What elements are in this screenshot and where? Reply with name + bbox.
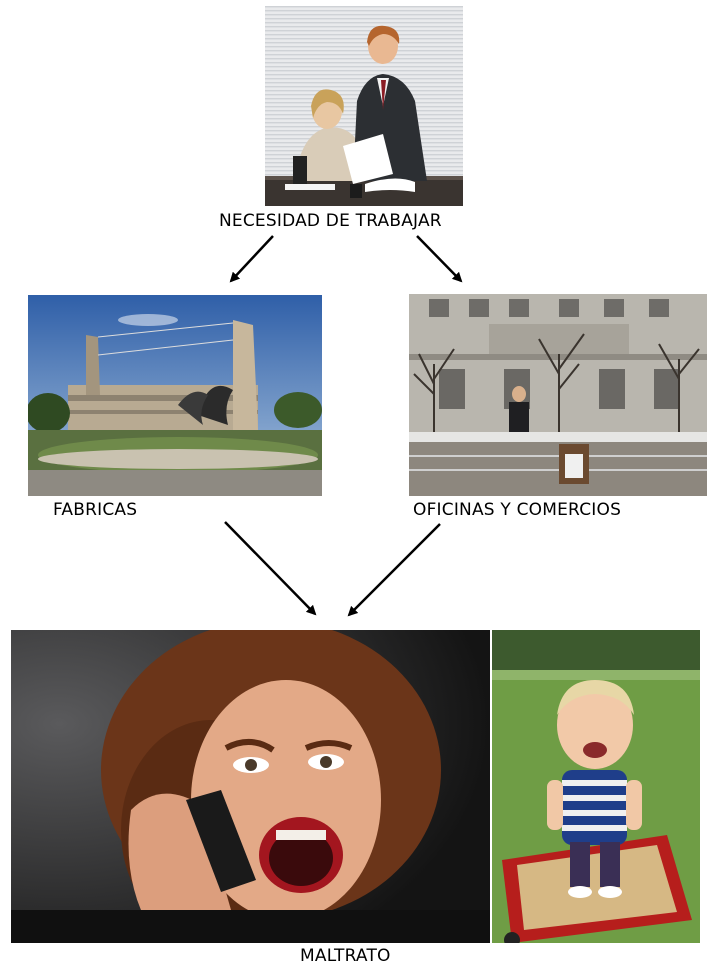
arrow-right-to-bottom (347, 523, 441, 617)
bottom-node-label: MALTRATO (300, 946, 391, 966)
office-meeting-photo (265, 6, 463, 206)
top-node-label: NECESIDAD DE TRABAJAR (219, 211, 442, 231)
office-street-photo (409, 294, 707, 496)
right-node-label: OFICINAS Y COMERCIOS (413, 500, 622, 520)
shouting-woman-phone-photo (11, 630, 490, 943)
arrow-left-to-bottom (224, 521, 317, 616)
crying-child-wagon-photo (492, 630, 700, 943)
arrow-top-to-left (229, 235, 274, 283)
arrow-top-to-right (416, 235, 463, 283)
left-node-label: FABRICAS (53, 500, 138, 520)
factory-building-photo (28, 295, 322, 496)
